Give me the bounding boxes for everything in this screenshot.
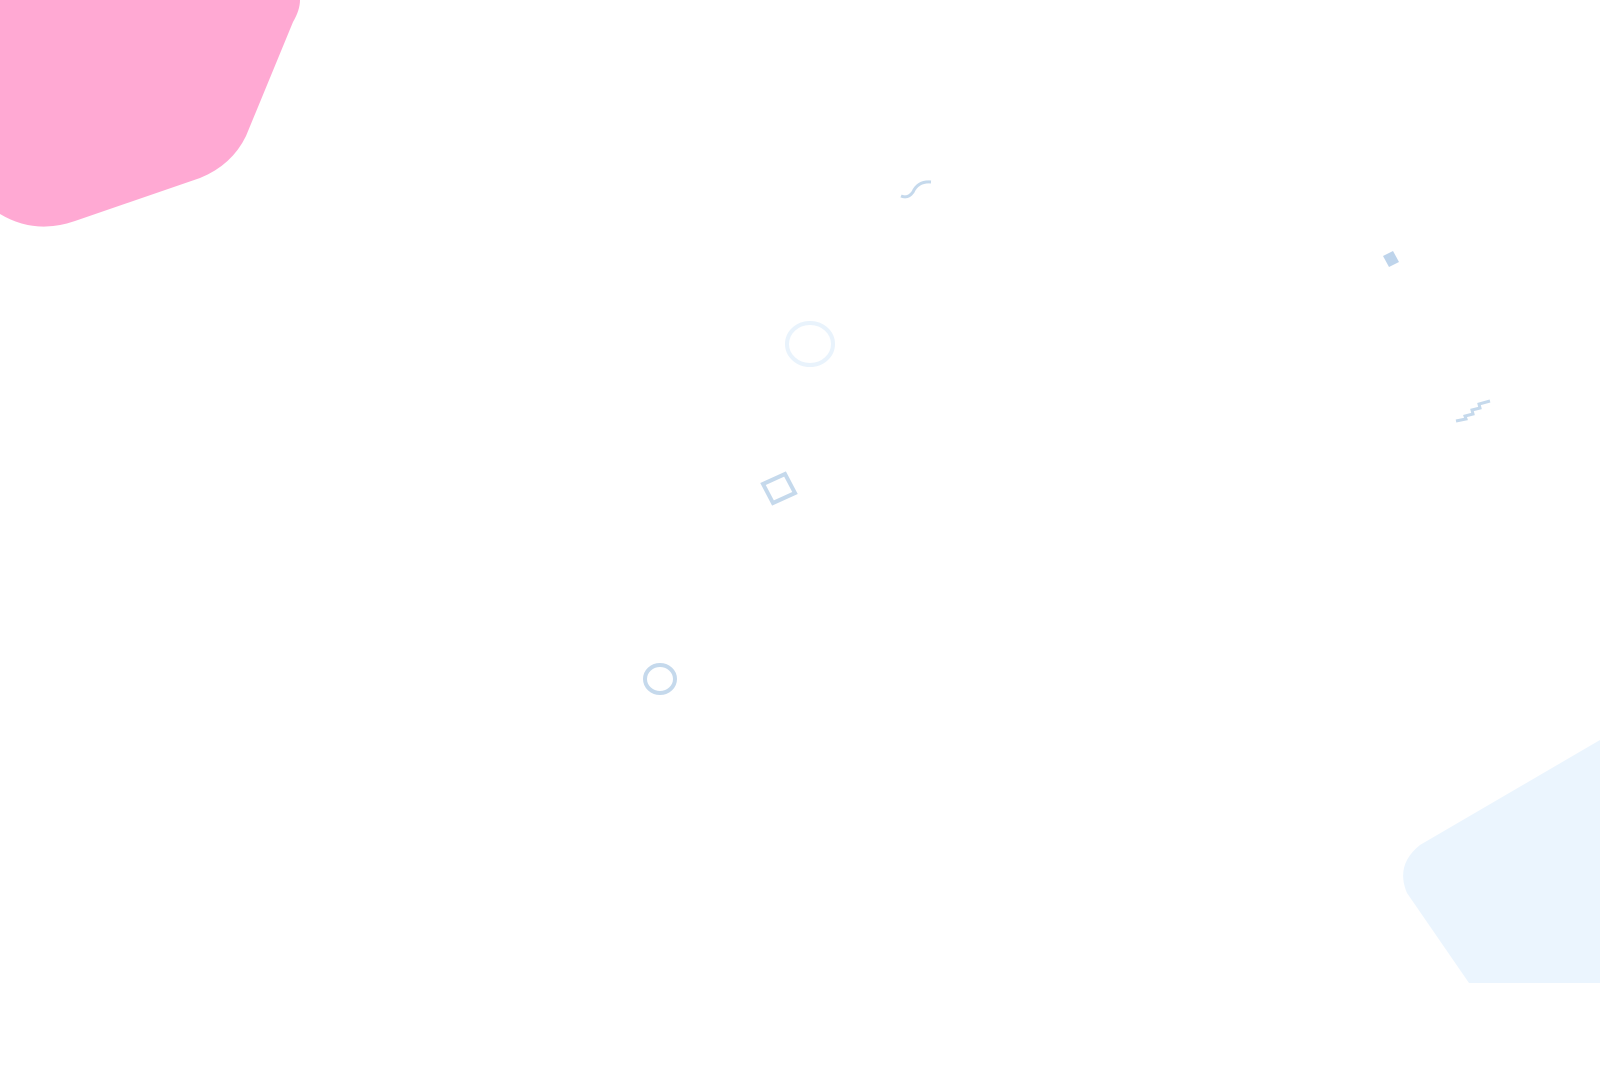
squiggle-icon bbox=[900, 180, 932, 199]
light-blue-blob-shape bbox=[1403, 740, 1600, 983]
small-ring-icon bbox=[643, 663, 677, 695]
pink-blob-shape bbox=[0, 0, 300, 227]
small-diamond-icon bbox=[1383, 251, 1399, 267]
outline-diamond-icon bbox=[760, 471, 798, 506]
large-ring-icon bbox=[785, 321, 835, 367]
zigzag-icon bbox=[1455, 399, 1491, 423]
